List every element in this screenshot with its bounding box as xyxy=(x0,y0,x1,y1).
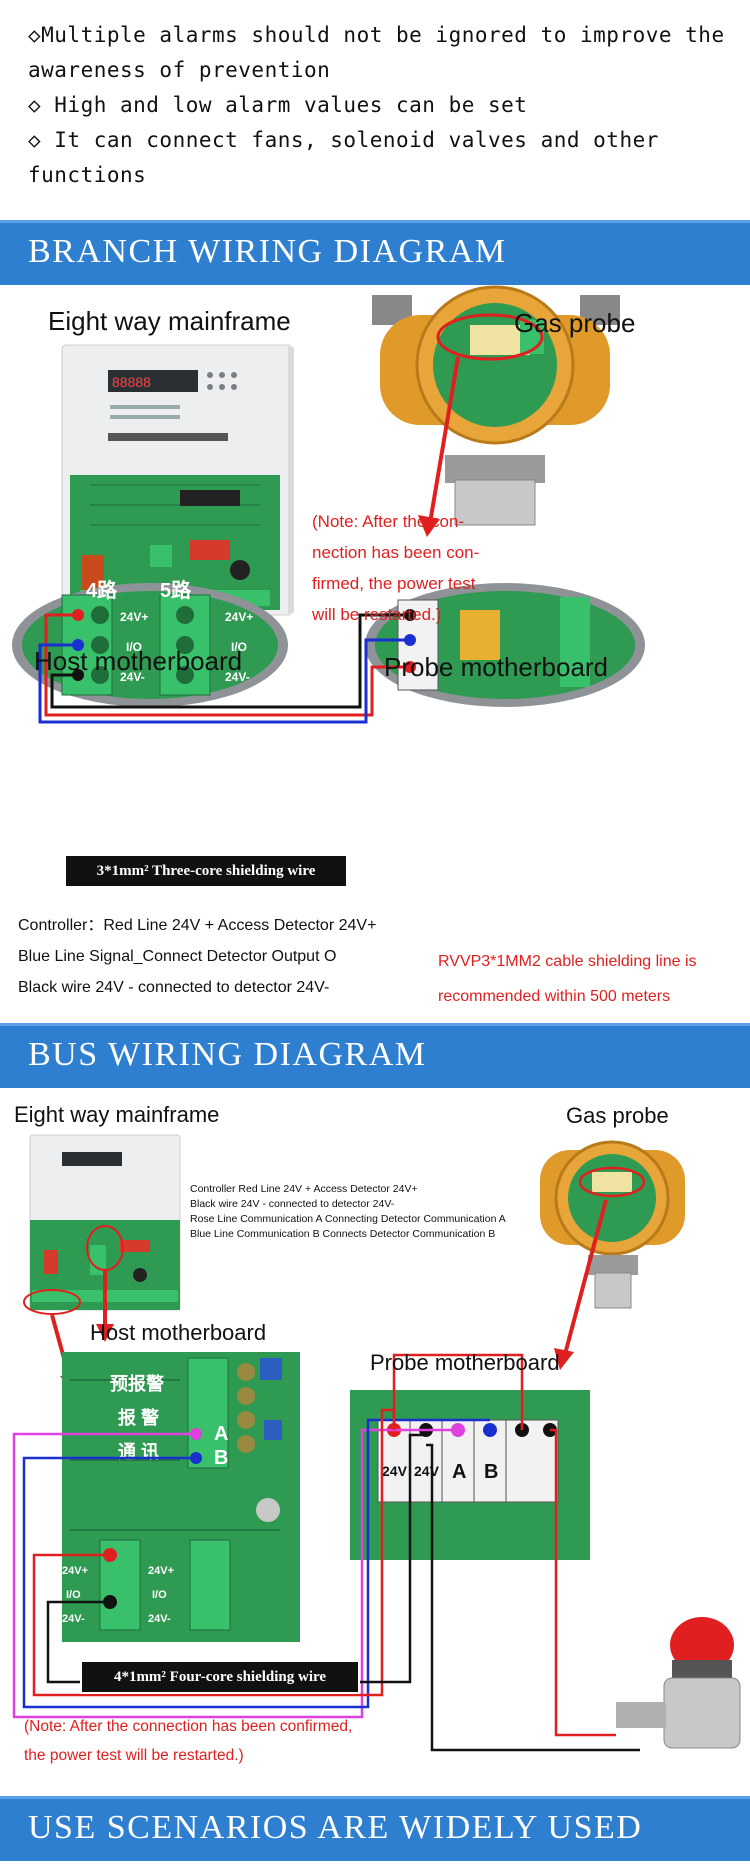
terminal-label: 24V+ xyxy=(120,610,148,624)
host-ch5-label: 5路 xyxy=(160,578,192,602)
bus-banner: BUS WIRING DIAGRAM xyxy=(0,1023,750,1088)
controller-line: Controller：Red Line 24V + Access Detecto… xyxy=(18,917,377,934)
bus-banner-title: BUS WIRING DIAGRAM xyxy=(28,1036,427,1073)
bus-info-lines: Controller Red Line 24V + Access Detecto… xyxy=(190,1182,570,1242)
host-board-closeup: 4路 5路 24V+ I/O 24V- 24V+ I/O 24V- xyxy=(12,578,288,707)
feature-item: ◇ It can connect fans, solenoid valves a… xyxy=(28,128,673,187)
terminal-label: 24V+ xyxy=(148,1565,174,1577)
host-ch4-label: 4路 xyxy=(86,578,118,602)
bus-wires xyxy=(12,1353,640,1752)
terminal-label: I/O xyxy=(231,640,247,654)
controller-notes: Controller：Red Line 24V + Access Detecto… xyxy=(18,910,438,1003)
note-line: (Note: After the con- xyxy=(312,512,465,531)
ab-label: B xyxy=(214,1447,228,1469)
probe-board-closeup: 24V 24V A B xyxy=(350,1390,590,1560)
terminal-label: 24V- xyxy=(148,1613,171,1625)
bus-diagram: 预报警 报 警 通 讯 A B 24V+ I/O 24V- 24V+ I/O 2… xyxy=(12,1134,741,1752)
terminal-label: 24V+ xyxy=(225,610,253,624)
branch-note: (Note: After the con- nection has been c… xyxy=(312,506,502,630)
note-line: will be restarted.) xyxy=(312,605,442,624)
note-line: firmed, the power test xyxy=(312,574,476,593)
bus-info-line: Black wire 24V - connected to detector 2… xyxy=(190,1198,395,1210)
cable-note-line: recommended within 500 meters xyxy=(438,988,671,1005)
arrow-head xyxy=(554,1348,574,1370)
host-row-label: 报 警 xyxy=(118,1407,159,1428)
terminal-label: I/O xyxy=(66,1589,81,1601)
branch-mainframe-label: Eight way mainframe xyxy=(48,306,291,336)
branch-gas-probe-label: Gas probe xyxy=(514,308,636,338)
bus-mainframe-label: Eight way mainframe xyxy=(14,1102,220,1127)
bus-info-line: Rose Line Communication A Connecting Det… xyxy=(190,1213,506,1225)
scenarios-banner: USE SCENARIOS ARE WIDELY USED xyxy=(0,1796,750,1861)
terminal-label: 24V- xyxy=(225,670,250,684)
bus-info-line: Controller Red Line 24V + Access Detecto… xyxy=(190,1183,418,1195)
arrow-head xyxy=(96,1324,114,1342)
note-line: (Note: After the connection has been con… xyxy=(24,1718,353,1735)
probe-terminal-label: B xyxy=(484,1461,498,1483)
bus-probe-label: Probe motherboard xyxy=(370,1350,560,1375)
cable-note: RVVP3*1MM2 cable shielding line is recom… xyxy=(438,944,738,1014)
cable-note-line: RVVP3*1MM2 cable shielding line is xyxy=(438,953,697,970)
branch-banner-title: BRANCH WIRING DIAGRAM xyxy=(28,233,507,270)
terminal-label: I/O xyxy=(126,640,142,654)
note-line: the power test will be restarted.) xyxy=(24,1747,244,1764)
bus-gas-probe-label: Gas probe xyxy=(566,1103,669,1128)
host-row-label: 预报警 xyxy=(110,1373,164,1394)
gas-probe-photo xyxy=(372,285,620,526)
probe-terminal-label: 24V xyxy=(414,1463,440,1479)
controller-line: Blue Line Signal_Connect Detector Output… xyxy=(18,948,337,965)
mainframe-photo xyxy=(23,1134,181,1315)
svg-text:88888: 88888 xyxy=(112,374,151,390)
feature-list: ◇Multiple alarms should not be ignored t… xyxy=(28,18,728,193)
branch-wire-label: 3*1mm² Three-core shielding wire xyxy=(64,854,348,888)
branch-diagram: 88888 xyxy=(12,285,645,724)
probe-board-closeup xyxy=(365,583,645,707)
arrow-head xyxy=(418,515,440,537)
bus-host-label: Host motherboard xyxy=(90,1320,267,1345)
feature-item: ◇ High and low alarm values can be set xyxy=(28,93,528,117)
arrow-line xyxy=(428,356,460,524)
alarm-lamp-photo xyxy=(616,1617,741,1749)
note-line: nection has been con- xyxy=(312,543,480,562)
feature-item: ◇Multiple alarms should not be ignored t… xyxy=(28,23,738,82)
controller-line: Black wire 24V - connected to detector 2… xyxy=(18,979,330,996)
branch-wires xyxy=(38,613,410,724)
terminal-label: 24V+ xyxy=(62,1565,88,1577)
terminal-label: I/O xyxy=(152,1589,167,1601)
scenarios-banner-title: USE SCENARIOS ARE WIDELY USED xyxy=(28,1809,643,1846)
bus-wire-label: 4*1mm² Four-core shielding wire xyxy=(80,1660,360,1694)
bus-note: (Note: After the connection has been con… xyxy=(24,1712,444,1770)
branch-banner: BRANCH WIRING DIAGRAM xyxy=(0,220,750,285)
terminal-label: 24V- xyxy=(120,670,145,684)
probe-terminal-label: 24V xyxy=(382,1463,408,1479)
terminal-label: 24V- xyxy=(62,1613,85,1625)
branch-probe-label: Probe motherboard xyxy=(384,652,609,682)
branch-host-label: Host motherboard xyxy=(34,646,243,676)
gas-probe-photo xyxy=(540,1140,685,1309)
bus-info-line: Blue Line Communication B Connects Detec… xyxy=(190,1228,496,1240)
host-board-closeup: 预报警 报 警 通 讯 A B 24V+ I/O 24V- 24V+ I/O 2… xyxy=(62,1352,300,1642)
ab-label: A xyxy=(214,1423,228,1445)
mainframe-photo: 88888 xyxy=(61,344,294,616)
probe-terminal-label: A xyxy=(452,1461,466,1483)
